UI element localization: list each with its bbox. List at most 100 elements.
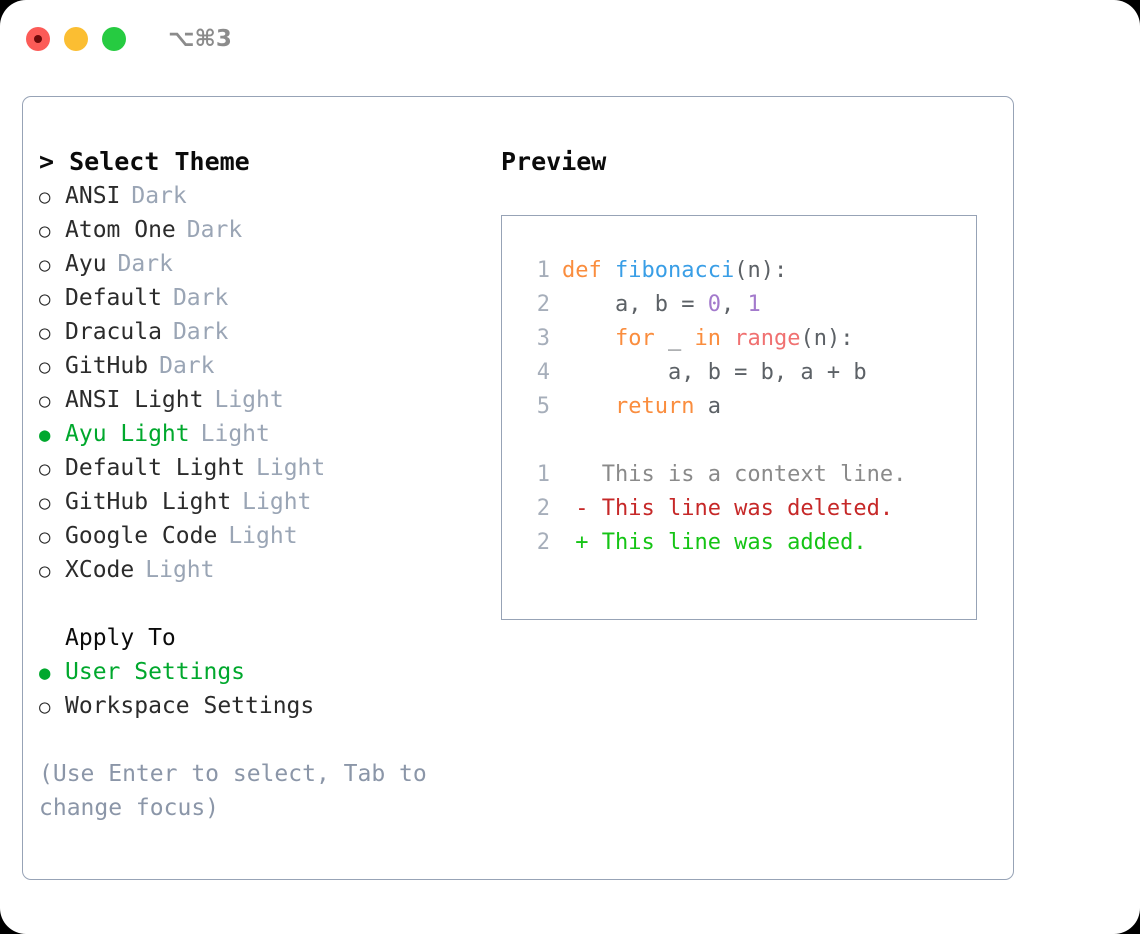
theme-option-label: Dracula <box>65 319 162 345</box>
radio-selected-icon: ● <box>39 424 51 446</box>
radio-unselected-icon: ○ <box>39 390 51 412</box>
apply-to-option-workspace-settings[interactable]: ○ Workspace Settings <box>39 689 489 723</box>
diff-line-content: - This line was deleted. <box>562 496 894 521</box>
theme-option-label: XCode <box>65 557 135 583</box>
diff-line-number: 1 <box>536 462 550 487</box>
apply-to-option-user-settings[interactable]: ●User Settings <box>39 655 489 689</box>
theme-option-variant: Dark <box>172 285 229 311</box>
code-token-var <box>721 326 734 351</box>
apply-to-list: ●User Settings ○ Workspace Settings <box>39 655 489 723</box>
title-bar: ⌥⌘3 <box>0 0 1140 78</box>
apply-to-option-label: User Settings <box>65 659 246 685</box>
code-line: 5 return a <box>516 390 976 424</box>
radio-unselected-icon: ○ <box>39 458 51 480</box>
code-diff-spacer <box>516 424 976 458</box>
code-token-var: _ <box>654 326 695 351</box>
radio-unselected-icon: ○ <box>39 560 51 582</box>
radio-unselected-icon: ○ <box>39 220 51 242</box>
theme-option-label: Ayu Light <box>65 421 190 447</box>
theme-option-label: Google Code <box>65 523 218 549</box>
select-theme-heading: > Select Theme <box>39 147 250 176</box>
radio-unselected-icon: ○ <box>39 492 51 514</box>
diff-line-del: 2 - This line was deleted. <box>516 492 976 526</box>
window-controls <box>26 27 126 51</box>
theme-option-label: GitHub Light <box>65 489 232 515</box>
diff-line-ctx: 1 This is a context line. <box>516 458 976 492</box>
theme-option-ayu-light[interactable]: ● Ayu Light Light <box>39 417 489 451</box>
theme-option-default-light[interactable]: ○ Default Light Light <box>39 451 489 485</box>
theme-option-ansi-light[interactable]: ○ ANSI Light Light <box>39 383 489 417</box>
code-token-num: 1 <box>747 292 761 317</box>
code-line: 4 a, b = b, a + b <box>516 356 976 390</box>
theme-option-label: Default Light <box>65 455 246 481</box>
theme-option-variant: Light <box>242 489 312 515</box>
code-token-num: 0 <box>707 292 721 317</box>
theme-option-variant: Light <box>214 387 284 413</box>
code-line-content: a, b = 0, 1 <box>562 288 761 322</box>
theme-option-default[interactable]: ○ Default Dark <box>39 281 489 315</box>
diff-line-content: This is a context line. <box>562 462 907 487</box>
code-token-kw: for <box>614 326 655 351</box>
diff-line-number: 2 <box>536 496 550 521</box>
code-line: 3 for _ in range(n): <box>516 322 976 356</box>
theme-option-variant: Dark <box>186 217 243 243</box>
section-spacer <box>39 587 489 621</box>
keyboard-shortcut-label: ⌥⌘3 <box>168 26 232 52</box>
theme-option-label: Atom One <box>65 217 176 243</box>
theme-option-variant: Dark <box>131 183 187 209</box>
code-token-var: a, b = b, a + b <box>562 360 867 385</box>
theme-option-variant: Light <box>256 455 326 481</box>
code-token-call: range <box>734 326 801 351</box>
theme-option-label: Default <box>65 285 162 311</box>
theme-option-github-light[interactable]: ○ GitHub Light Light <box>39 485 489 519</box>
code-line-content: return a <box>562 390 721 424</box>
code-line-number: 1 <box>536 258 550 283</box>
theme-option-label: Ayu <box>65 251 107 277</box>
theme-option-label: ANSI Light <box>65 387 204 413</box>
code-line: 1 def fibonacci(n): <box>516 254 976 288</box>
code-token-kw: return <box>614 394 695 419</box>
code-line-number: 2 <box>536 292 550 317</box>
theme-option-label: ANSI <box>65 183 121 209</box>
code-line-content: for _ in range(n): <box>562 322 853 356</box>
code-line-content: a, b = b, a + b <box>562 356 867 390</box>
code-token-punc: (n): <box>734 258 788 283</box>
theme-option-atom-one[interactable]: ○ Atom One Dark <box>39 213 489 247</box>
code-line-content: def fibonacci(n): <box>562 254 787 288</box>
code-line: 2 a, b = 0, 1 <box>516 288 976 322</box>
radio-unselected-icon: ○ <box>39 288 51 310</box>
radio-unselected-icon: ○ <box>39 696 51 718</box>
code-line-number: 5 <box>536 394 550 419</box>
diff-line-number: 2 <box>536 530 550 555</box>
code-token-var <box>562 326 615 351</box>
radio-unselected-icon: ○ <box>39 356 51 378</box>
radio-unselected-icon: ○ <box>39 186 51 208</box>
code-token-fn: fibonacci <box>614 258 735 283</box>
radio-unselected-icon: ○ <box>39 254 51 276</box>
close-window-button[interactable] <box>26 27 50 51</box>
code-token-var <box>562 394 615 419</box>
theme-option-ansi[interactable]: ○ ANSI Dark <box>39 179 489 213</box>
theme-option-variant: Dark <box>172 319 229 345</box>
maximize-window-button[interactable] <box>102 27 126 51</box>
theme-option-label: GitHub <box>65 353 149 379</box>
apply-to-option-label: Workspace Settings <box>65 693 315 719</box>
code-token-kw: in <box>694 326 721 351</box>
minimize-window-button[interactable] <box>64 27 88 51</box>
theme-option-variant: Light <box>200 421 270 447</box>
code-token-var: a, b = <box>562 292 708 317</box>
diff-line-content: + This line was added. <box>562 530 867 555</box>
code-token-punc: (n): <box>800 326 854 351</box>
code-line-number: 3 <box>536 326 550 351</box>
